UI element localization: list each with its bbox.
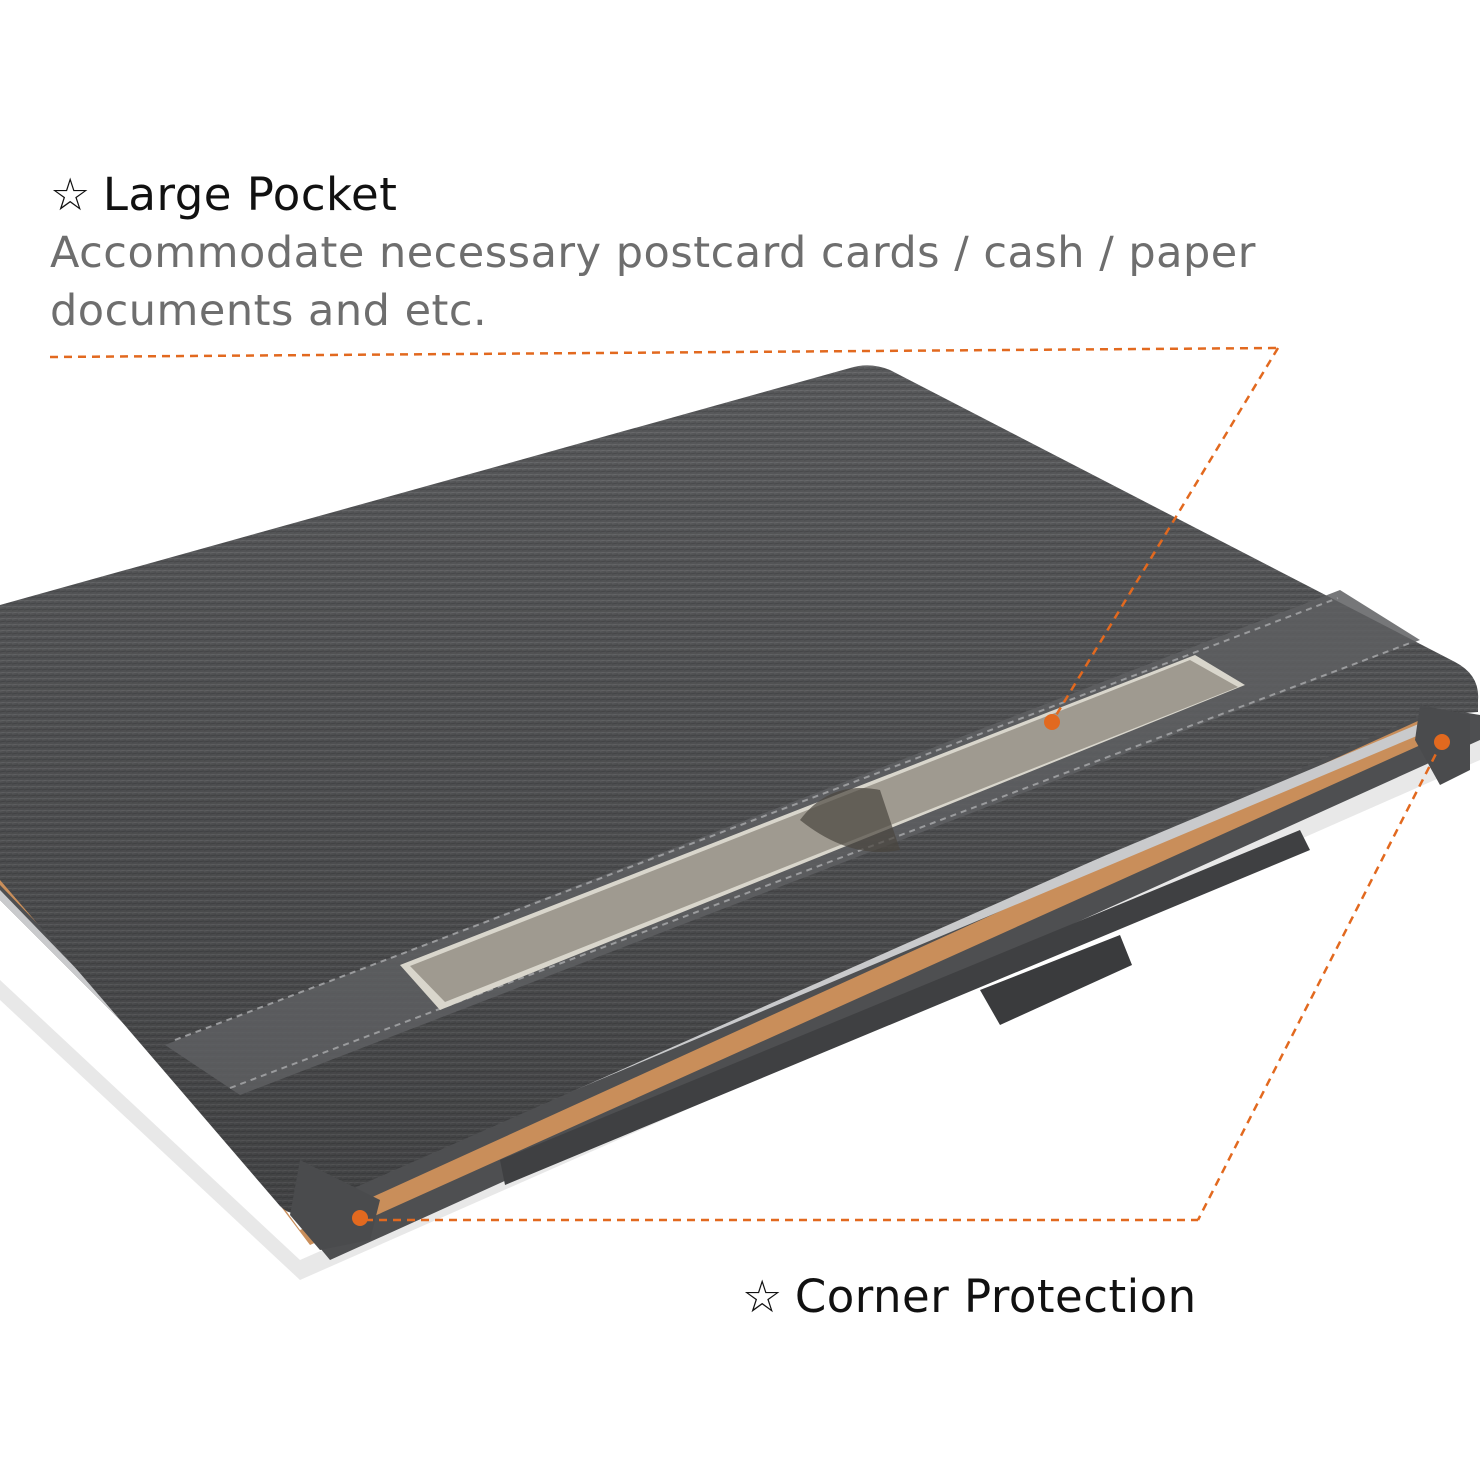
corner-protection-feature: ☆Corner Protection bbox=[742, 1268, 1197, 1326]
corner-bumper-bottom bbox=[290, 1160, 380, 1250]
star-outline-icon: ☆ bbox=[742, 1270, 783, 1323]
callout-dots bbox=[352, 714, 1450, 1226]
large-pocket-title: ☆Large Pocket bbox=[50, 166, 1350, 224]
large-pocket-feature: ☆Large Pocket Accommodate necessary post… bbox=[50, 166, 1350, 340]
corner-protection-title: Corner Protection bbox=[794, 1270, 1197, 1323]
star-outline-icon: ☆ bbox=[50, 168, 91, 221]
strap-loop bbox=[980, 935, 1132, 1025]
large-pocket-description: Accommodate necessary postcard cards / c… bbox=[50, 228, 1256, 336]
callout-lines bbox=[49, 346, 1444, 1222]
